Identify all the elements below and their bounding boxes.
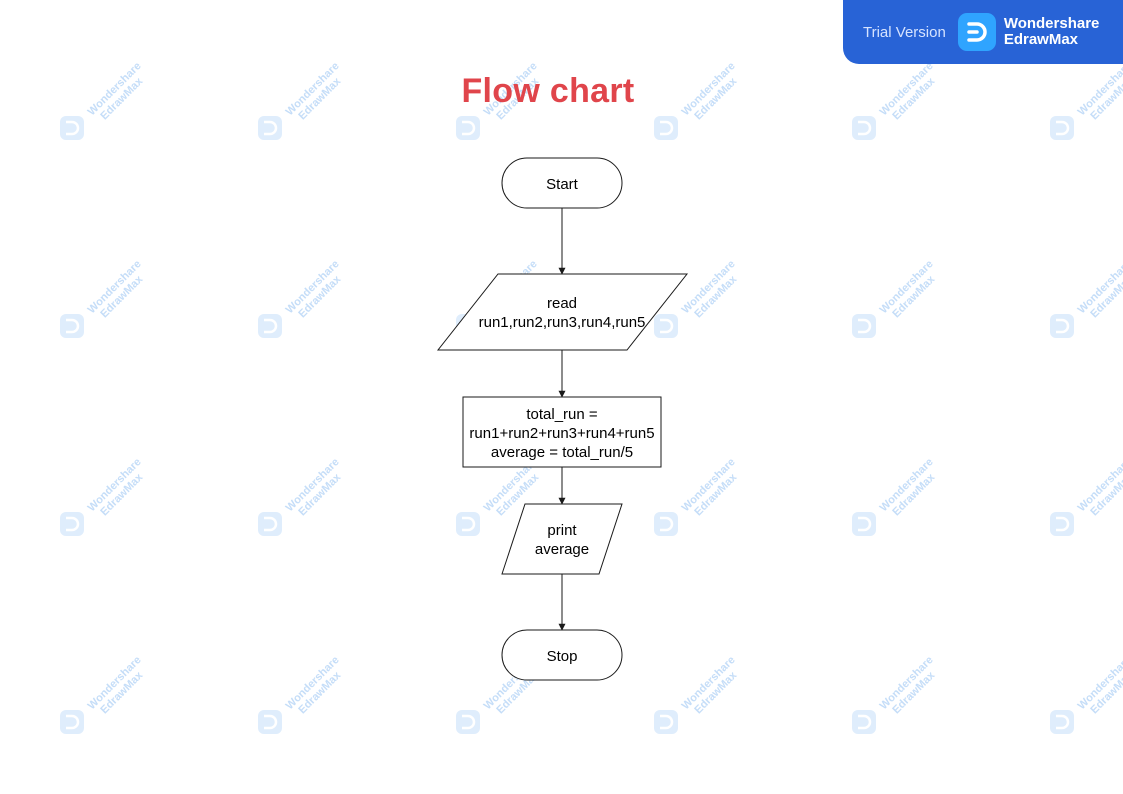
- watermark-logo-icon: [852, 116, 876, 140]
- watermark-logo-mark-icon: [66, 714, 80, 730]
- watermark-logo-mark-icon: [1056, 516, 1070, 532]
- node-read-line-1: read: [547, 295, 577, 312]
- watermark-logo-mark-icon: [264, 318, 278, 334]
- watermark-logo-mark-icon: [858, 714, 872, 730]
- node-print-line-1: print: [547, 522, 577, 539]
- watermark-logo-mark-icon: [660, 318, 674, 334]
- node-read-line-2: run1,run2,run3,run4,run5: [479, 314, 646, 331]
- watermark-logo-icon: [456, 512, 480, 536]
- watermark-logo-mark-icon: [462, 120, 476, 136]
- node-print-line-2: average: [535, 541, 589, 558]
- watermark-logo-icon: [258, 116, 282, 140]
- brand-name: Wondershare EdrawMax: [1004, 16, 1100, 48]
- watermark-logo-mark-icon: [660, 516, 674, 532]
- node-read[interactable]: read run1,run2,run3,run4,run5: [436, 273, 689, 351]
- watermark-logo-mark-icon: [462, 516, 476, 532]
- watermark-logo-icon: [852, 512, 876, 536]
- watermark-logo-icon: [1050, 710, 1074, 734]
- watermark-logo-icon: [60, 116, 84, 140]
- watermark-logo-mark-icon: [1056, 714, 1070, 730]
- trial-version-label: Trial Version: [863, 23, 946, 41]
- watermark-logo-mark-icon: [264, 120, 278, 136]
- watermark-logo-mark-icon: [858, 318, 872, 334]
- trial-banner[interactable]: Trial Version Wondershare EdrawMax: [843, 0, 1123, 64]
- brand-line-2: EdrawMax: [1003, 31, 1079, 48]
- watermark-logo-mark-icon: [462, 714, 476, 730]
- watermark-logo-icon: [456, 116, 480, 140]
- watermark-logo-icon: [60, 314, 84, 338]
- node-compute-line-3: average = total_run/5: [491, 444, 633, 461]
- node-start-label: Start: [546, 176, 579, 193]
- parallelogram-shape: [501, 503, 623, 575]
- node-compute-line-2: run1+run2+run3+run4+run5: [469, 425, 654, 442]
- watermark-logo-mark-icon: [264, 714, 278, 730]
- watermark-logo-icon: [60, 710, 84, 734]
- watermark-logo-mark-icon: [66, 120, 80, 136]
- watermark-logo-mark-icon: [264, 516, 278, 532]
- node-compute-line-1: total_run =: [526, 406, 598, 423]
- node-stop-label: Stop: [547, 648, 578, 665]
- watermark-logo-icon: [1050, 512, 1074, 536]
- watermark-logo-icon: [60, 512, 84, 536]
- watermark-logo-icon: [258, 710, 282, 734]
- watermark-logo-icon: [654, 116, 678, 140]
- node-stop[interactable]: Stop: [501, 629, 623, 681]
- brand-line-1: Wondershare: [1003, 15, 1100, 32]
- watermark-logo-mark-icon: [660, 714, 674, 730]
- page-title: Flow chart: [461, 72, 635, 110]
- watermark-logo-icon: [258, 512, 282, 536]
- terminator-shape: [501, 157, 623, 209]
- watermark-logo-icon: [852, 710, 876, 734]
- watermark-logo-mark-icon: [1056, 120, 1070, 136]
- process-shape: [462, 396, 662, 468]
- watermark-logo-icon: [654, 314, 678, 338]
- node-print[interactable]: print average: [501, 503, 623, 575]
- watermark-logo-icon: [1050, 116, 1074, 140]
- terminator-shape: [501, 629, 623, 681]
- watermark-logo-icon: [654, 512, 678, 536]
- node-compute[interactable]: total_run = run1+run2+run3+run4+run5 ave…: [462, 396, 662, 468]
- watermark-logo-mark-icon: [66, 516, 80, 532]
- watermark-logo-icon: [456, 710, 480, 734]
- watermark-logo-mark-icon: [66, 318, 80, 334]
- watermark-logo-icon: [258, 314, 282, 338]
- node-start[interactable]: Start: [501, 157, 623, 209]
- edrawmax-logo-icon: [957, 13, 996, 51]
- parallelogram-shape: [436, 273, 689, 351]
- watermark-logo-mark-icon: [1056, 318, 1070, 334]
- watermark-logo-icon: [654, 710, 678, 734]
- watermark-logo-mark-icon: [858, 516, 872, 532]
- watermark-logo-mark-icon: [660, 120, 674, 136]
- watermark-logo-icon: [1050, 314, 1074, 338]
- watermark-logo-mark-icon: [858, 120, 872, 136]
- watermark-logo-icon: [852, 314, 876, 338]
